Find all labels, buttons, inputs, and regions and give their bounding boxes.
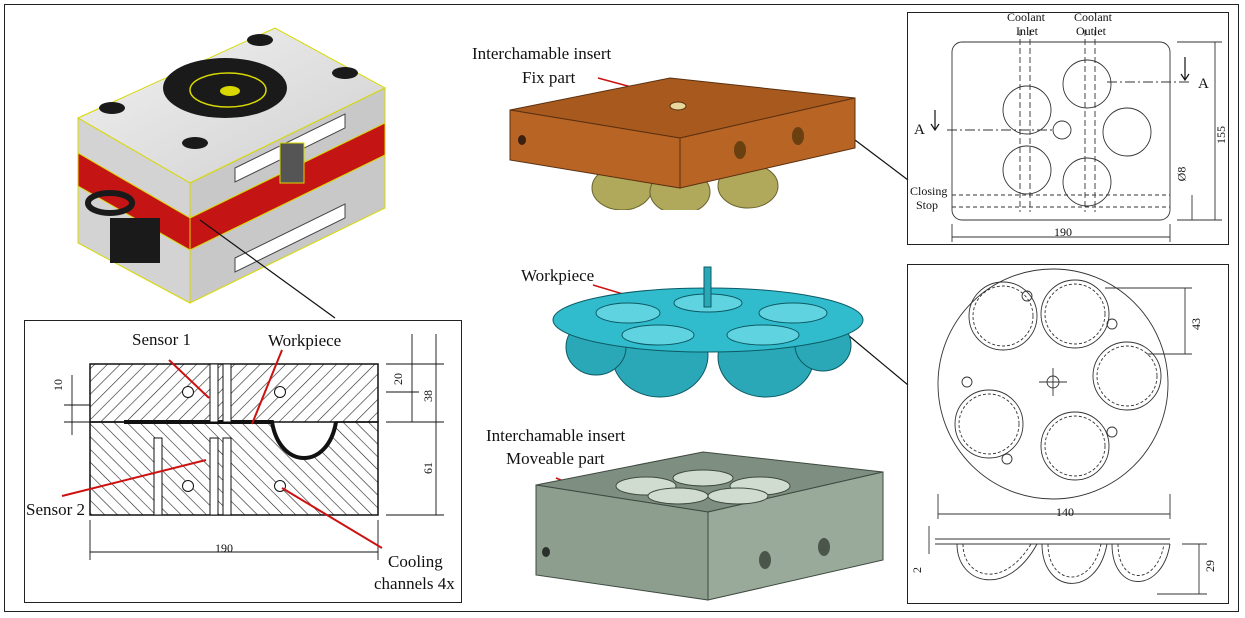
coolant-outlet-label-1: Coolant — [1074, 10, 1112, 24]
moveable-cavity — [672, 469, 734, 487]
dim-140: 140 — [1056, 505, 1074, 519]
section-a-right: A — [1198, 76, 1209, 92]
dim-phi8: Ø8 — [1174, 166, 1189, 182]
bolt-hole — [182, 137, 208, 149]
dim-29: 29 — [1203, 560, 1217, 572]
cooling-label-line1: Cooling — [388, 552, 443, 571]
sensor-2-bore — [209, 437, 219, 516]
upper-mold-half — [89, 363, 379, 423]
fix-part-3d — [509, 77, 856, 210]
moveable-part-label-line2: Moveable part — [506, 449, 605, 468]
fix-side-hole — [792, 127, 804, 145]
coolant-inlet-label-2: Inlet — [1016, 24, 1038, 38]
workpiece-outline — [937, 268, 1169, 500]
hose-ring — [85, 190, 135, 216]
sprue-ring-inner — [189, 72, 267, 108]
red-leader-lines — [61, 349, 383, 549]
sprue-hole — [220, 86, 240, 96]
sensor-2-bore — [153, 437, 163, 516]
workpiece-cavity — [726, 324, 800, 346]
dim-43: 43 — [1189, 318, 1203, 330]
fix-part-label-line1: Interchamable insert — [472, 44, 612, 63]
sensor-2-label: Sensor 2 — [26, 500, 86, 519]
workpiece-3d — [552, 266, 864, 398]
mold-assembly-3d — [76, 27, 387, 304]
workpiece-label: Workpiece — [521, 266, 595, 285]
workpiece-cavity — [621, 324, 695, 346]
dim-38: 38 — [421, 390, 435, 402]
drawing-top — [930, 30, 1222, 242]
insert-outline — [951, 41, 1171, 221]
fix-part-side — [679, 97, 856, 189]
lower-mold-half — [89, 421, 379, 516]
closing-stop-label-2: Stop — [916, 198, 939, 212]
moveable-side-hole — [759, 551, 771, 569]
mold-red-band-side — [189, 122, 386, 251]
closing-stop-label-1: Closing — [910, 184, 948, 198]
side-clamp — [279, 142, 305, 184]
drawing-bottom-panel — [907, 264, 1229, 604]
coolant-outlet-label-2: Outlet — [1076, 24, 1106, 38]
cooling-channel — [182, 386, 194, 398]
cross-section-drawing — [61, 334, 444, 560]
cooling-channel — [274, 386, 286, 398]
moveable-part-side — [707, 471, 884, 601]
front-connector — [110, 218, 160, 263]
fix-front-hole — [518, 135, 526, 145]
fix-hole — [669, 101, 687, 111]
dim-190-top: 190 — [1054, 225, 1072, 239]
section-a-left: A — [914, 122, 925, 138]
moveable-side-hole — [818, 538, 830, 556]
cross-section-panel — [24, 320, 462, 603]
sensor-1-bore — [209, 363, 219, 423]
moveable-part-3d — [535, 451, 884, 601]
sensor-1-label: Sensor 1 — [132, 330, 192, 349]
workpiece-cavity — [758, 302, 828, 324]
moveable-part-label-line1: Interchamable insert — [486, 426, 626, 445]
dim-61: 61 — [421, 462, 435, 474]
workpiece-cavity — [595, 302, 661, 324]
drawing-bottom — [928, 268, 1207, 595]
bolt-hole — [247, 34, 273, 46]
cooling-label-line2: channels 4x — [374, 574, 455, 593]
cooling-channel — [182, 480, 194, 492]
drawing-top-panel — [907, 12, 1229, 245]
moveable-cavity — [707, 487, 769, 505]
sensor-1-bore — [222, 363, 232, 423]
workpiece-section-label: Workpiece — [268, 331, 342, 350]
dim-10: 10 — [51, 379, 65, 391]
moveable-cavity — [647, 487, 709, 505]
coolant-inlet-label-1: Coolant — [1007, 10, 1045, 24]
figure-frame — [4, 4, 1239, 612]
workpiece-sprue — [703, 266, 712, 308]
moveable-front-hole — [542, 547, 550, 557]
fix-part-label-line2: Fix part — [522, 68, 576, 87]
sensor-2-bore — [222, 437, 232, 516]
dim-20: 20 — [391, 373, 405, 385]
dim-2: 2 — [910, 567, 924, 573]
dimension-lines — [64, 334, 444, 560]
fix-side-hole — [734, 141, 746, 159]
workpiece-section — [124, 420, 338, 460]
mold-slot — [234, 203, 346, 273]
bolt-hole — [332, 67, 358, 79]
dim-155: 155 — [1214, 126, 1228, 144]
bolt-hole — [99, 102, 125, 114]
dim-190-section: 190 — [215, 541, 233, 555]
